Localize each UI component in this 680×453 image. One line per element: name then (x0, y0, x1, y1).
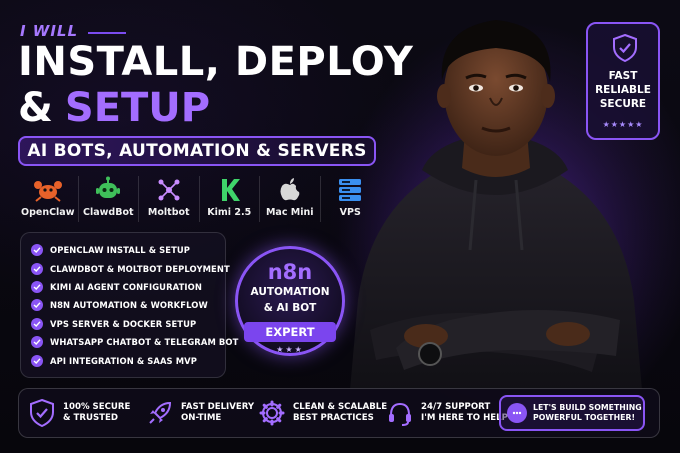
badge-line1: AUTOMATION (250, 286, 330, 298)
tech-icon-row: OpenClaw ClawdBot (18, 176, 380, 222)
list-item-label: KIMI AI AGENT CONFIGURATION (50, 281, 202, 292)
badge-line2: & AI BOT (263, 302, 317, 314)
list-item-label: CLAWDBOT & MOLTBOT DEPLOYMENT (50, 263, 230, 274)
headline-line2: &SETUP (18, 86, 210, 130)
card-word-fast: FAST (608, 70, 638, 82)
headline-ampersand: & (18, 85, 53, 131)
badge-ribbon: EXPERT (244, 322, 336, 342)
list-item-label: WHATSAPP CHATBOT & TELEGRAM BOT (50, 337, 239, 348)
tech-openclaw: OpenClaw (18, 176, 79, 222)
list-item-label: API INTEGRATION & SAAS MVP (50, 355, 197, 366)
network-icon (154, 176, 184, 204)
check-icon (31, 262, 43, 275)
feature-line1: 24/7 SUPPORT (421, 402, 491, 412)
fast-reliable-secure-card: FAST RELIABLE SECURE ★★★★★ (586, 22, 660, 140)
rocket-icon (145, 398, 175, 428)
tech-vps: VPS (321, 176, 381, 222)
card-word-reliable: RELIABLE (595, 84, 651, 96)
tech-label: Mac Mini (265, 207, 314, 218)
card-word-secure: SECURE (599, 98, 647, 110)
tech-label: Kimi 2.5 (207, 207, 252, 218)
kicker-text: I WILL (20, 22, 79, 40)
tech-label: Moltbot (147, 207, 190, 218)
feature-text: 100% SECURE& TRUSTED (63, 402, 130, 424)
check-icon (31, 317, 43, 330)
n8n-expert-badge: n8n AUTOMATION & AI BOT EXPERT ★★★ (232, 246, 348, 370)
list-item-label: N8N AUTOMATION & WORKFLOW (50, 300, 208, 311)
server-icon (335, 176, 365, 204)
tech-label: ClawdBot (82, 207, 134, 218)
list-item: CLAWDBOT & MOLTBOT DEPLOYMENT (31, 259, 230, 277)
chat-bubble-icon (507, 403, 527, 423)
list-item-label: VPS SERVER & DOCKER SETUP (50, 318, 197, 329)
list-item: API INTEGRATION & SAAS MVP (31, 351, 215, 369)
subtitle-pill: AI BOTS, AUTOMATION & SERVERS (18, 136, 376, 166)
check-icon (31, 354, 43, 367)
tech-label: OpenClaw (21, 207, 75, 218)
gear-icon (257, 398, 287, 428)
list-item: OPENCLAW INSTALL & SETUP (31, 241, 215, 259)
list-item: WHATSAPP CHATBOT & TELEGRAM BOT (31, 333, 238, 351)
kicker-underline (88, 32, 126, 34)
shield-icon (613, 34, 637, 62)
person-photo (330, 20, 660, 390)
list-item-label: OPENCLAW INSTALL & SETUP (50, 245, 191, 256)
headset-icon (385, 398, 415, 428)
feature-line1: 100% SECURE (63, 402, 131, 412)
feature-secure: 100% SECURE& TRUSTED (27, 389, 145, 437)
tech-label: VPS (339, 207, 361, 218)
tech-kimi: Kimi 2.5 (200, 176, 260, 222)
feature-line2: & TRUSTED (63, 413, 118, 423)
check-icon (31, 299, 43, 312)
shield-check-icon (27, 398, 57, 428)
tech-macmini: Mac Mini (260, 176, 321, 222)
k-logo-icon (214, 176, 244, 204)
n8n-logo-text: n8n (267, 260, 313, 284)
feature-line1: CLEAN & SCALABLE (293, 402, 388, 412)
headline-line1: INSTALL, DEPLOY (18, 39, 414, 85)
crab-icon (33, 176, 63, 204)
list-item: KIMI AI AGENT CONFIGURATION (31, 278, 215, 296)
check-icon (31, 244, 43, 257)
badge-stars: ★★★ (276, 345, 304, 354)
card-stars: ★★★★★ (602, 120, 644, 129)
feature-line1: FAST DELIVERY (181, 402, 255, 412)
robot-icon (93, 176, 123, 204)
feature-line2: I'M HERE TO HELP (421, 413, 508, 423)
list-item: N8N AUTOMATION & WORKFLOW (31, 296, 215, 314)
feature-line2: ON-TIME (181, 413, 222, 423)
list-item: VPS SERVER & DOCKER SETUP (31, 315, 215, 333)
check-icon (31, 336, 43, 349)
apple-icon (275, 176, 305, 204)
tech-moltbot: Moltbot (139, 176, 200, 222)
cta-line2: POWERFUL TOGETHER! (533, 413, 636, 422)
tech-clawdbot: ClawdBot (79, 176, 139, 222)
cta-line1: LET'S BUILD SOMETHING (533, 403, 642, 412)
check-icon (31, 280, 43, 293)
services-checklist: OPENCLAW INSTALL & SETUP CLAWDBOT & MOLT… (20, 232, 238, 378)
feature-line2: BEST PRACTICES (293, 413, 374, 423)
headline-accent: SETUP (64, 85, 211, 131)
